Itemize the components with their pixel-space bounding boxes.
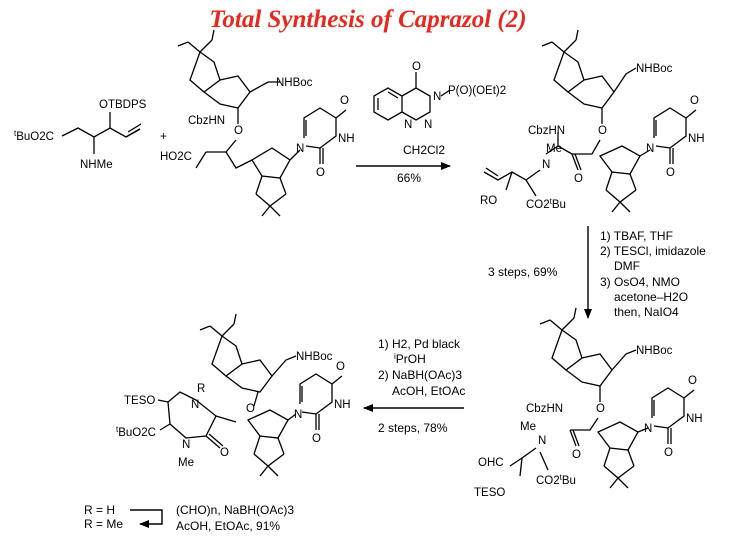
- n-methyl-label-3: Me: [520, 421, 536, 433]
- n-methyl-label: Me: [546, 143, 562, 155]
- uracil-o2-label-2: O: [666, 167, 675, 179]
- step3-cond-1: 1) H2, Pd black: [378, 337, 461, 351]
- step3-cond-4: AcOH, EtOAc: [392, 384, 465, 398]
- uracil-o2-label-4: O: [312, 433, 321, 445]
- r-label: R: [197, 383, 205, 395]
- co2tbu-label-3: CO2tBu: [536, 473, 576, 487]
- n-uracil-label-3: N: [644, 423, 652, 435]
- teso-label-3: TESO: [474, 487, 505, 499]
- reagent-carbonyl-label: O: [412, 61, 421, 73]
- ohc-label: OHC: [478, 457, 504, 469]
- step2-cond-5: acetone–H2O: [614, 290, 688, 304]
- nhboc-label-2: NHBoc: [636, 63, 673, 75]
- coupling-reagent-structure: O N N N P(O)(OEt)2: [373, 61, 506, 131]
- n-uracil-label-2: N: [646, 143, 654, 155]
- tbu-sup-4: t: [116, 425, 119, 434]
- uracil-o2-label: O: [316, 167, 325, 179]
- o-link-label-2: O: [598, 125, 607, 137]
- coupled-product-structure: NHBoc O CbzHN N Me O RO CO2tBu N O NH O: [480, 29, 705, 213]
- step2-summary: 3 steps, 69%: [488, 265, 558, 279]
- scheme-title: Total Synthesis of Caprazol (2): [209, 6, 527, 33]
- methylation-cond-1: (CHO)n, NaBH(OAc)3: [176, 503, 294, 517]
- reagent-n-label: N: [433, 91, 441, 103]
- reagent-n2-label: N: [424, 119, 432, 131]
- ipr-text: PrOH: [396, 352, 426, 366]
- uracil-o2-label-3: O: [664, 447, 673, 459]
- diazepanone-product-structure: NHBoc O N R N Me O TESO tBuO2C N O NH O: [116, 313, 351, 477]
- step1-solvent: CH2Cl2: [403, 143, 445, 157]
- nhboc-label-4: NHBoc: [296, 351, 333, 363]
- teso-label-4: TESO: [124, 395, 155, 407]
- step2-cond-6: then, NaIO4: [614, 305, 679, 319]
- o-link-label: O: [234, 125, 243, 137]
- amide-n-label: N: [542, 159, 550, 171]
- amino-ester-structure: tBuO2C OTBDPS NHMe: [14, 99, 147, 171]
- step2-cond-1: 1) TBAF, THF: [600, 229, 673, 243]
- uracil-nh-label-3: NH: [686, 413, 703, 425]
- r-equals-me: R = Me: [84, 517, 123, 531]
- tbu-ester-label: tBuO2C: [14, 129, 54, 143]
- ipr-superscript: i: [394, 352, 396, 361]
- uracil-nh-label-2: NH: [688, 133, 705, 145]
- plus-sign: +: [160, 131, 167, 143]
- ho2c-label: HO2C: [160, 151, 192, 163]
- ring-nme-label: Me: [178, 457, 194, 469]
- amide-o-label: O: [574, 173, 583, 185]
- cbzhn-label-2: CbzHN: [528, 125, 565, 137]
- step2-cond-3: DMF: [614, 259, 640, 273]
- ro-label: RO: [480, 195, 497, 207]
- uracil-carbonyl-label-2: O: [690, 95, 699, 107]
- ring-n2-label: N: [182, 439, 190, 451]
- uracil-carbonyl-label: O: [340, 95, 349, 107]
- co2tbu-label: CO2tBu: [526, 197, 566, 211]
- amide-n-label-3: N: [538, 435, 546, 447]
- cbzhn-label-3: CbzHN: [526, 403, 563, 415]
- nhme-label: NHMe: [80, 159, 113, 171]
- phosphate-label: P(O)(OEt)2: [448, 85, 506, 97]
- co2-text: CO2: [526, 199, 550, 211]
- nucleoside-acid-structure: NHBoc O CbzHN HO2C N O NH O: [160, 29, 355, 217]
- cbzhn-label: CbzHN: [188, 115, 225, 127]
- n-uracil-label-4: N: [294, 409, 302, 421]
- uracil-nh-label: NH: [338, 133, 355, 145]
- step3-summary: 2 steps, 78%: [378, 421, 448, 435]
- tbu-sup-2: t: [550, 197, 553, 206]
- amide-o-label-3: O: [572, 449, 581, 461]
- tbu-ester-text: BuO2C: [16, 131, 54, 143]
- step3-conditions: 1) H2, Pd black iPrOH 2) NaBH(OAc)3 AcOH…: [378, 337, 465, 398]
- n-uracil-label: N: [296, 143, 304, 155]
- methylation-arrow: [130, 509, 163, 528]
- tbu-superscript: t: [14, 129, 17, 138]
- step1-yield: 66%: [397, 171, 421, 185]
- tbu-sup-3: t: [560, 473, 563, 482]
- co2-text-3: CO2: [536, 475, 560, 487]
- nhboc-label: NHBoc: [276, 77, 313, 89]
- step3-cond-2: iPrOH: [394, 352, 426, 366]
- uracil-carbonyl-label-4: O: [336, 361, 345, 373]
- o-link-label-4: O: [246, 403, 255, 415]
- otbdps-label: OTBDPS: [99, 99, 147, 111]
- bu-text-3: Bu: [562, 475, 576, 487]
- lactam-o-label: O: [220, 447, 229, 459]
- uracil-nh-label-4: NH: [334, 399, 351, 411]
- tbu-ester-text-4: BuO2C: [118, 427, 156, 439]
- o-link-label-3: O: [596, 403, 605, 415]
- step2-cond-2: 2) TESCl, imidazole: [600, 244, 706, 258]
- nhboc-label-3: NHBoc: [636, 345, 673, 357]
- aldehyde-product-structure: NHBoc O CbzHN Me N O OHC TESO CO2tBu N O…: [474, 307, 703, 499]
- ring-n1-label: N: [191, 399, 199, 411]
- step2-cond-4: 3) OsO4, NMO: [600, 275, 680, 289]
- step3-cond-3: 2) NaBH(OAc)3: [378, 368, 462, 382]
- n-methylation-note: R = H R = Me (CHO)n, NaBH(OAc)3 AcOH, Et…: [84, 503, 294, 533]
- uracil-carbonyl-label-3: O: [688, 375, 697, 387]
- bu-text: Bu: [552, 199, 566, 211]
- reagent-n3-label: N: [404, 119, 412, 131]
- r-equals-h: R = H: [84, 503, 115, 517]
- methylation-cond-2: AcOH, EtOAc, 91%: [176, 519, 280, 533]
- step2-conditions: 1) TBAF, THF 2) TESCl, imidazole DMF 3) …: [600, 229, 706, 319]
- tbu-ester-label-4: tBuO2C: [116, 425, 156, 439]
